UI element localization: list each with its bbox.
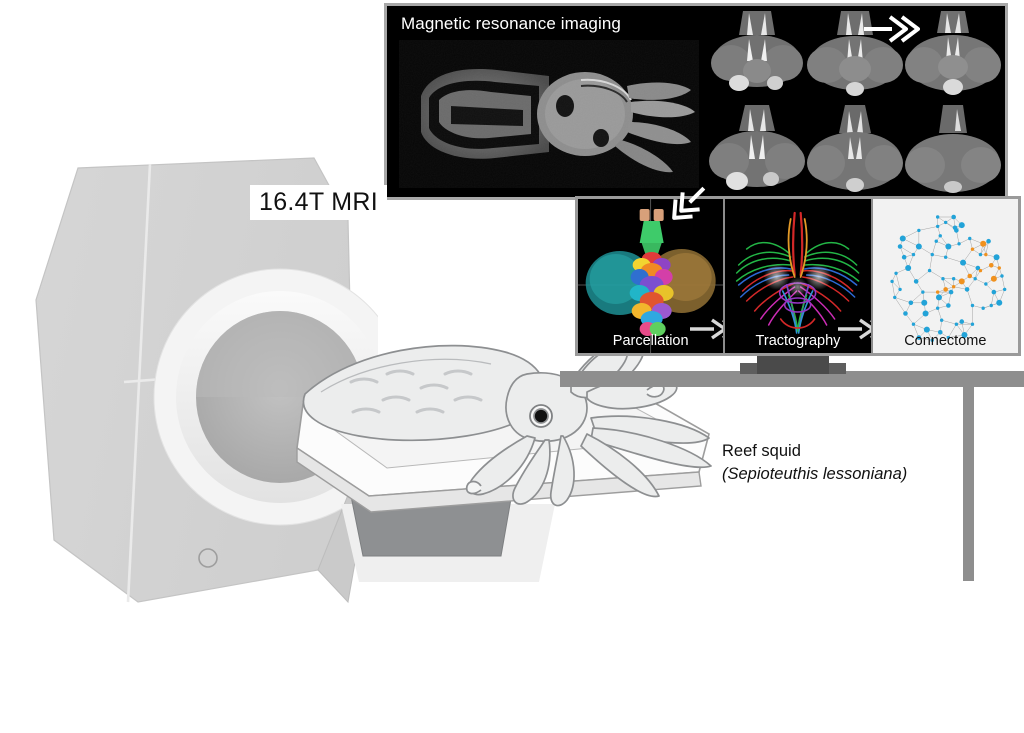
arrow-mri-to-analysis-icon — [666, 180, 712, 226]
mri-panel-title: Magnetic resonance imaging — [401, 14, 621, 33]
parcellation-label: Parcellation — [612, 333, 689, 349]
coronal-slice — [905, 103, 1001, 195]
arrow-mri-to-slices-icon — [862, 14, 920, 44]
coronal-slice-grid — [709, 9, 1001, 195]
squid-illustration — [302, 338, 712, 507]
scanner-field-strength-label: 16.4T MRI — [250, 185, 387, 220]
tractography-label: Tractography — [755, 333, 841, 349]
coronal-slice — [807, 9, 903, 101]
connectome-view: Connectome — [870, 199, 1018, 353]
coronal-slice — [709, 103, 805, 195]
specimen-scientific-name: (Sepioteuthis lessoniana) — [722, 465, 908, 483]
mri-display-panel: Magnetic resonance imaging — [384, 3, 1008, 200]
coronal-slice — [709, 9, 805, 101]
parcellation-view: Parcellation — [578, 199, 724, 353]
specimen-caption: Reef squid (Sepioteuthis lessoniana) — [722, 440, 907, 486]
specimen-common-name: Reef squid — [722, 442, 801, 460]
tractography-view: Tractography — [723, 199, 871, 353]
coronal-slice — [905, 9, 1001, 101]
connectome-graph — [872, 199, 1018, 353]
arrow-parcellation-to-tractography-icon — [688, 317, 724, 341]
arrow-tractography-to-connectome-icon — [836, 317, 871, 341]
patient-bed-with-squid — [296, 338, 712, 513]
axial-mri-slice — [399, 40, 699, 188]
desk-surface — [560, 371, 1024, 387]
desk-leg — [963, 387, 974, 581]
coronal-slice — [807, 103, 903, 195]
connectome-label: Connectome — [904, 333, 987, 349]
analysis-pipeline-panel: Parcellation — [575, 196, 1021, 356]
